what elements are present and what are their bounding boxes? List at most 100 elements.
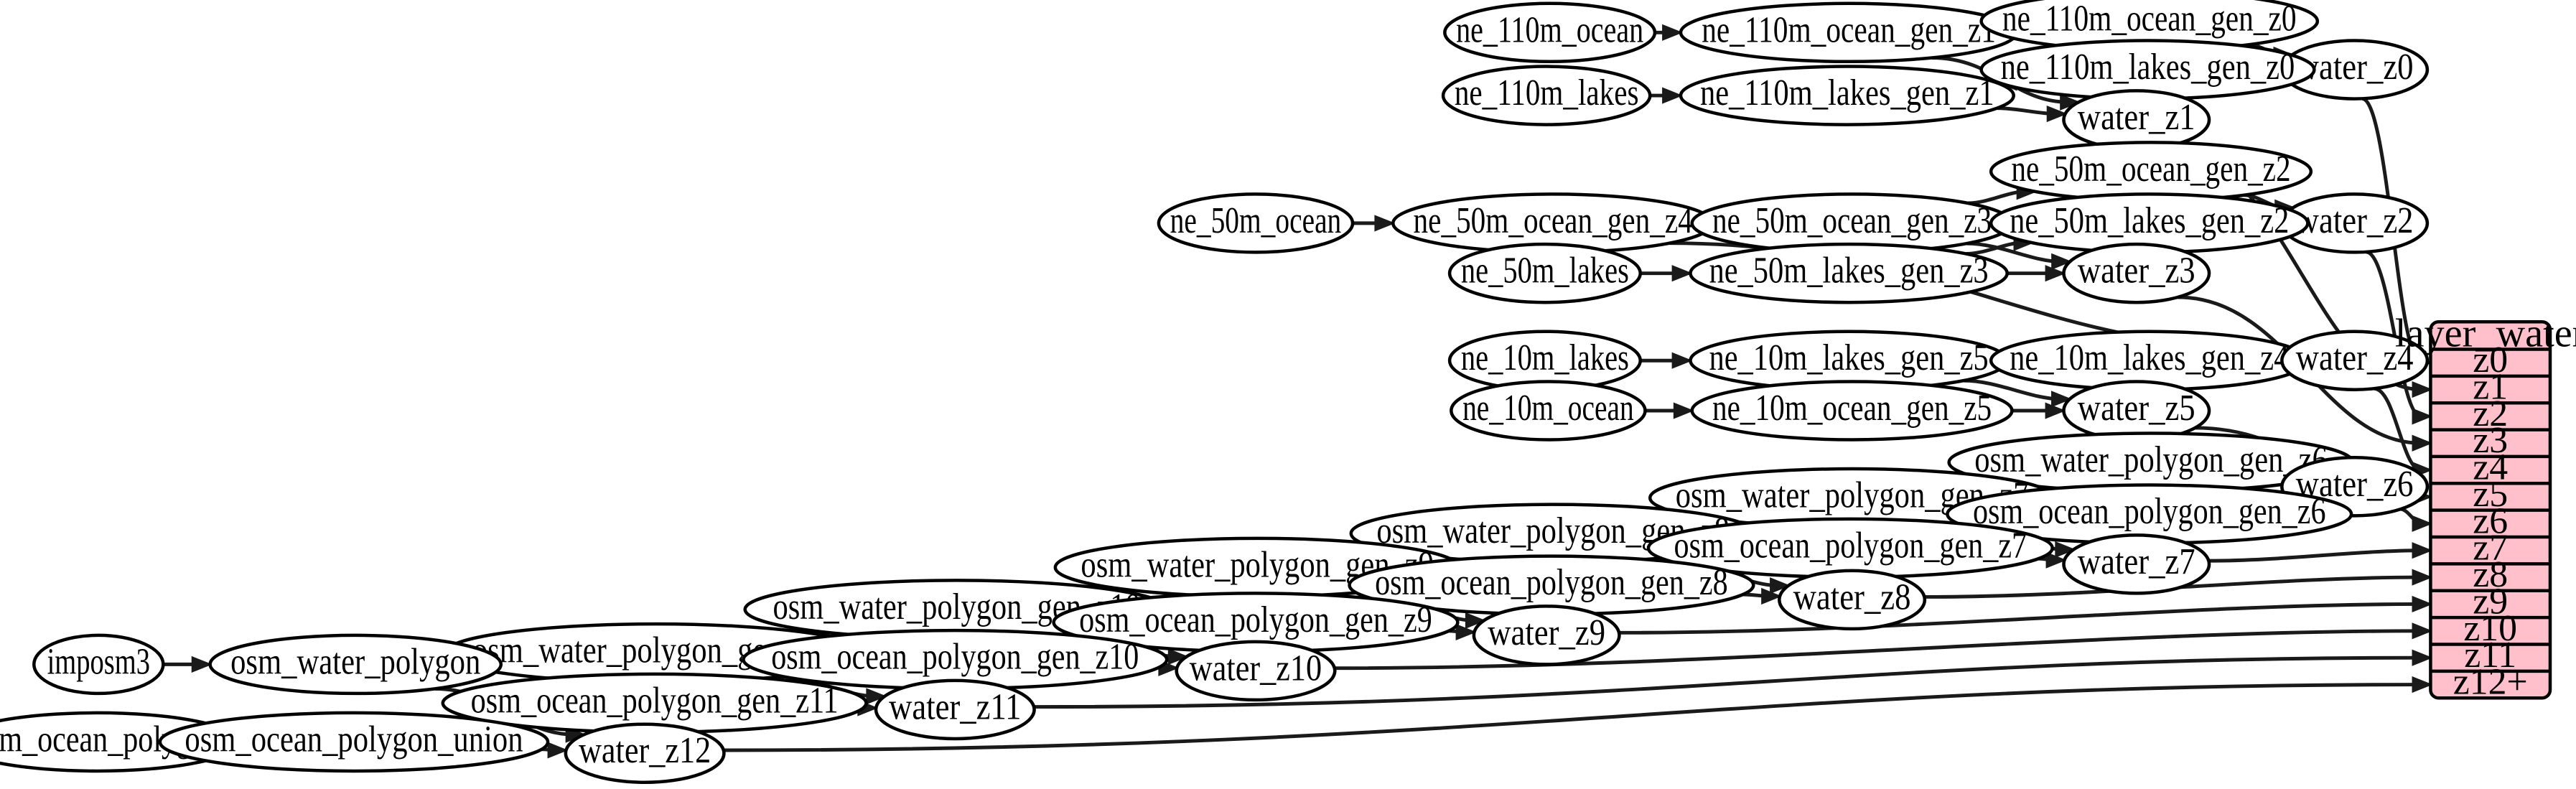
node-water_z5[interactable]: water_z5: [2062, 380, 2211, 442]
edge-arrowhead: [2412, 408, 2433, 425]
node-label: osm_ocean_polygon_gen_z11: [471, 680, 839, 721]
node-label: ne_50m_ocean_gen_z2: [2011, 149, 2290, 190]
record-row-z7[interactable]: z7: [2473, 528, 2508, 569]
edge-arrowhead: [1455, 623, 1477, 640]
edge-water_z4-to-layer_water-z4: [2374, 386, 2422, 472]
node-water_z3[interactable]: water_z3: [2062, 242, 2211, 304]
record-row-z6[interactable]: z6: [2473, 500, 2508, 541]
edge-arrowhead: [1374, 215, 1396, 232]
record-layer-water[interactable]: layer_waterz0z1z2z3z4z5z6z7z8z9z10z11z12…: [2395, 311, 2576, 702]
node-ne_110m_lakes_gen_z0[interactable]: ne_110m_lakes_gen_z0: [1979, 39, 2316, 101]
node-shape: [158, 711, 550, 773]
node-osm_water_polygon[interactable]: osm_water_polygon: [208, 633, 503, 696]
node-imposm3[interactable]: imposm3: [32, 633, 165, 696]
node-ne_110m_lakes[interactable]: ne_110m_lakes: [1441, 65, 1652, 126]
record-row-z8[interactable]: z8: [2473, 554, 2508, 595]
edge-arrowhead: [2412, 676, 2433, 694]
node-shape: [564, 722, 726, 784]
node-shape: [874, 678, 1036, 741]
node-label: ne_110m_lakes_gen_z0: [2001, 47, 2295, 88]
node-label: water_z11: [889, 686, 1021, 727]
node-ne_50m_lakes_gen_z3[interactable]: ne_50m_lakes_gen_z3: [1689, 242, 2009, 304]
node-water_z10[interactable]: water_z10: [1175, 640, 1337, 702]
node-osm_ocean_polygon_gen_z9[interactable]: osm_ocean_polygon_gen_z9: [1052, 592, 1460, 653]
node-ne_110m_ocean_gen_z1[interactable]: ne_110m_ocean_gen_z1: [1679, 1, 2019, 64]
node-shape: [32, 633, 165, 696]
node-water_z7[interactable]: water_z7: [2062, 533, 2211, 595]
record-row-z4[interactable]: z4: [2473, 447, 2508, 488]
record-row-z2[interactable]: z2: [2473, 393, 2508, 434]
node-label: ne_110m_lakes: [1455, 73, 1639, 113]
node-osm_ocean_polygon_gen_z6[interactable]: osm_ocean_polygon_gen_z6: [1946, 483, 2353, 545]
node-shape: [1441, 65, 1652, 126]
edge-arrowhead: [2045, 265, 2066, 282]
node-ne_10m_ocean_gen_z5[interactable]: ne_10m_ocean_gen_z5: [1690, 380, 2014, 442]
edge-arrowhead: [2412, 542, 2433, 559]
node-shape: [1175, 640, 1337, 702]
edge-arrowhead: [2045, 402, 2066, 419]
node-label: ne_10m_ocean_gen_z5: [1712, 388, 1992, 429]
record-row-z1[interactable]: z1: [2473, 367, 2508, 408]
node-label: ne_50m_ocean: [1170, 200, 1342, 241]
node-label: ne_50m_ocean_gen_z4: [1414, 200, 1693, 241]
node-osm_ocean_polygon_gen_z7[interactable]: osm_ocean_polygon_gen_z7: [1646, 517, 2054, 579]
node-label: ne_110m_lakes_gen_z1: [1700, 73, 1994, 113]
node-label: osm_ocean_polygon_gen_z10: [771, 637, 1139, 678]
node-ne_110m_lakes_gen_z1[interactable]: ne_110m_lakes_gen_z1: [1679, 65, 2015, 126]
node-water_z6[interactable]: water_z6: [2280, 456, 2430, 518]
edge-arrowhead: [2412, 381, 2433, 398]
node-label: osm_ocean_polygon_gen_z7: [1674, 525, 2027, 566]
edge-arrowhead: [1671, 265, 1693, 282]
edge-arrowhead: [2060, 93, 2081, 111]
node-ne_50m_ocean_gen_z2[interactable]: ne_50m_ocean_gen_z2: [1989, 141, 2313, 202]
node-osm_ocean_polygon_union[interactable]: osm_ocean_polygon_union: [158, 711, 550, 773]
node-label: osm_ocean_polygon_union: [185, 719, 523, 760]
node-water_z0[interactable]: water_z0: [2280, 39, 2430, 101]
node-ne_50m_lakes[interactable]: ne_50m_lakes: [1447, 242, 1642, 304]
node-water_z4[interactable]: water_z4: [2280, 330, 2430, 391]
node-ne_110m_ocean[interactable]: ne_110m_ocean: [1443, 1, 1657, 64]
edge-arrowhead: [866, 688, 887, 705]
node-label: ne_110m_ocean_gen_z1: [1702, 9, 1996, 50]
node-osm_ocean_polygon_gen_z10[interactable]: osm_ocean_polygon_gen_z10: [742, 628, 1169, 691]
node-water_z11[interactable]: water_z11: [874, 678, 1036, 741]
node-shape: [1472, 604, 1621, 666]
edge-water_z12-to-layer_water-z12+: [723, 683, 2421, 752]
node-water_z1[interactable]: water_z1: [2062, 89, 2211, 151]
node-label: ne_10m_lakes_gen_z5: [1709, 337, 1988, 378]
record-row-z0[interactable]: z0: [2473, 340, 2508, 381]
node-label: water_z0: [2296, 47, 2414, 88]
node-osm_water_polygon_gen_z6[interactable]: osm_water_polygon_gen_z6: [1947, 431, 2355, 493]
record-row-z3[interactable]: z3: [2473, 420, 2508, 461]
edge-arrowhead: [2055, 541, 2076, 559]
record-row-z12+[interactable]: z12+: [2453, 662, 2528, 703]
node-osm_ocean_polygon_gen_z11[interactable]: osm_ocean_polygon_gen_z11: [441, 672, 868, 734]
record-row-z5[interactable]: z5: [2473, 474, 2508, 515]
node-ne_110m_ocean_gen_z0[interactable]: ne_110m_ocean_gen_z0: [1979, 0, 2320, 52]
edge-arrowhead: [1761, 587, 1783, 605]
node-shape: [2062, 533, 2211, 595]
node-label: ne_10m_ocean: [1462, 388, 1634, 429]
node-label: water_z10: [1190, 648, 1322, 688]
edge-water_z9-to-layer_water-z9: [1619, 602, 2421, 635]
node-label: ne_50m_lakes_gen_z3: [1709, 251, 1988, 291]
node-water_z8[interactable]: water_z8: [1778, 569, 1927, 631]
node-ne_50m_ocean[interactable]: ne_50m_ocean: [1157, 192, 1355, 254]
edge-arrowhead: [2045, 551, 2067, 569]
node-ne_10m_ocean[interactable]: ne_10m_ocean: [1450, 380, 1647, 442]
edge-arrowhead: [2050, 391, 2072, 408]
node-water_z12[interactable]: water_z12: [564, 722, 726, 784]
node-label: ne_50m_lakes_gen_z2: [2010, 200, 2289, 241]
edge-arrowhead: [2412, 649, 2433, 666]
node-ne_50m_ocean_gen_z4[interactable]: ne_50m_ocean_gen_z4: [1391, 192, 1715, 254]
node-shape: [1450, 380, 1647, 442]
record-row-z11[interactable]: z11: [2464, 635, 2516, 676]
node-ne_50m_ocean_gen_z3[interactable]: ne_50m_ocean_gen_z3: [1690, 192, 2014, 254]
edge-arrowhead: [2412, 622, 2433, 640]
node-water_z9[interactable]: water_z9: [1472, 604, 1621, 666]
record-row-z10[interactable]: z10: [2463, 608, 2517, 649]
node-shape: [1690, 380, 2014, 442]
record-row-z9[interactable]: z9: [2473, 581, 2508, 622]
edge-water_z11-to-layer_water-z11: [1034, 655, 2421, 709]
